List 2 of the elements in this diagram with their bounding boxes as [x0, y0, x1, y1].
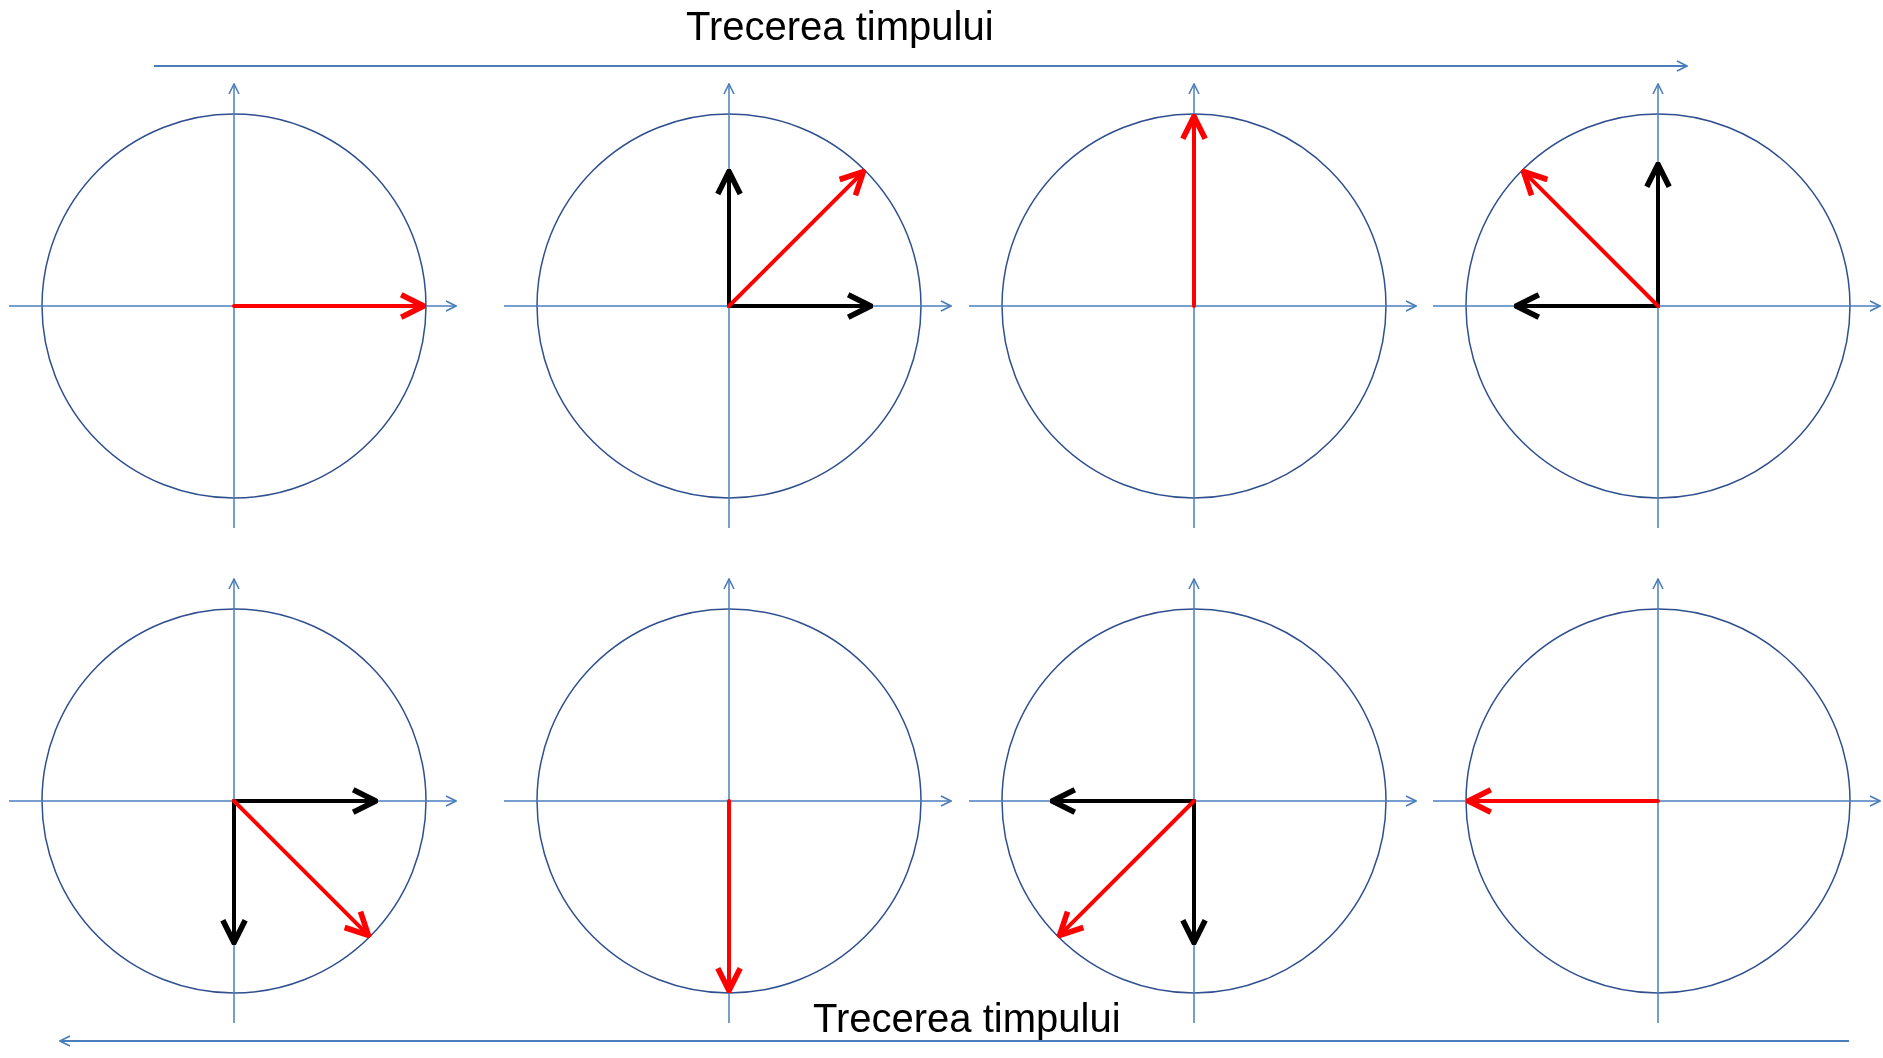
timeline-label: Trecerea timpului — [813, 998, 1121, 1038]
timeline-label: Trecerea timpului — [686, 6, 994, 46]
